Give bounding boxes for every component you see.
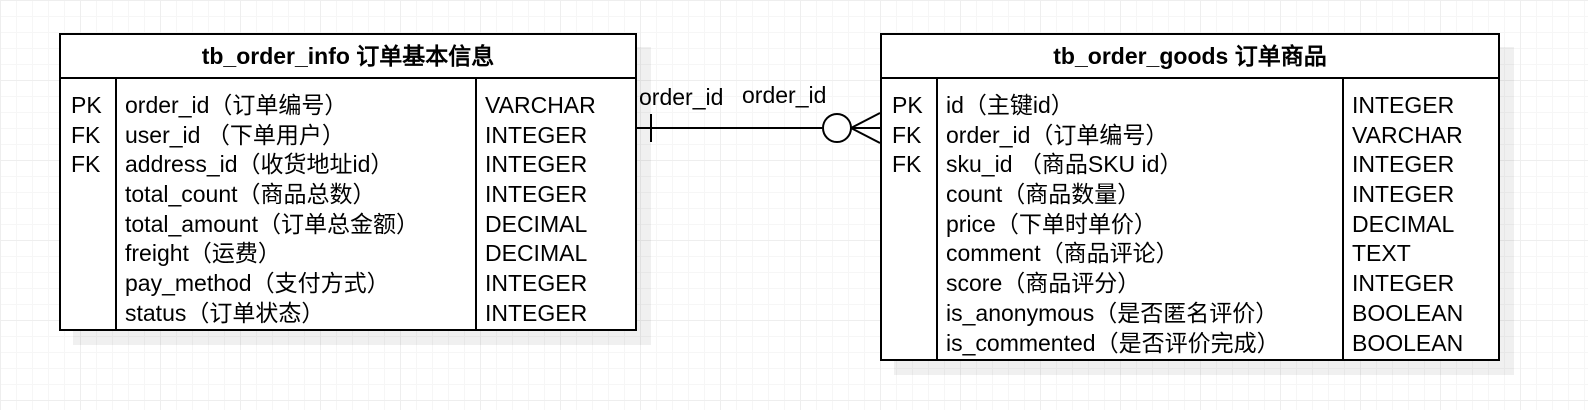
- field-name: freight（运费）: [125, 240, 281, 267]
- key-cell: PK: [71, 92, 102, 118]
- key-column: PK FK FK: [882, 79, 938, 359]
- field-type: INTEGER: [1352, 151, 1455, 178]
- field-name: sku_id （商品SKU id）: [946, 151, 1183, 178]
- field-type: DECIMAL: [485, 210, 588, 237]
- key-cell: FK: [71, 151, 101, 178]
- key-cell: PK: [892, 92, 923, 118]
- field-name: price（下单时单价）: [946, 210, 1157, 237]
- relationship-target-label: order_id: [742, 82, 827, 108]
- key-cell: FK: [892, 121, 922, 148]
- field-type: INTEGER: [485, 151, 588, 178]
- field-type: BOOLEAN: [1352, 299, 1464, 326]
- field-name: address_id（收货地址id）: [125, 151, 394, 178]
- field-name: order_id（订单编号）: [125, 92, 348, 118]
- field-type: INTEGER: [485, 121, 588, 148]
- table-tb-order-goods[interactable]: tb_order_goods 订单商品 PK FK FK id（主键id） order…: [880, 33, 1500, 361]
- field-type: TEXT: [1352, 240, 1411, 267]
- field-name: is_commented（是否评价完成）: [946, 329, 1280, 356]
- field-name: score（商品评分）: [946, 270, 1141, 297]
- field-type: DECIMAL: [485, 240, 588, 267]
- field-type: BOOLEAN: [1352, 329, 1464, 356]
- field-type: INTEGER: [1352, 181, 1455, 208]
- key-column: PK FK FK: [61, 79, 117, 329]
- field-type: INTEGER: [1352, 270, 1455, 297]
- crowfoot-upper: [850, 112, 881, 129]
- field-name: pay_method（支付方式）: [125, 270, 390, 297]
- field-name: user_id （下单用户）: [125, 121, 345, 148]
- zero-marker: [822, 113, 852, 143]
- field-type: INTEGER: [1352, 92, 1455, 118]
- field-type: VARCHAR: [485, 92, 596, 118]
- table-body: PK FK FK id（主键id） order_id（订单编号） sku_id （商品S…: [882, 79, 1498, 359]
- field-name: count（商品数量）: [946, 181, 1141, 208]
- crowfoot-lower: [850, 127, 881, 144]
- field-type: INTEGER: [485, 181, 588, 208]
- field-type: INTEGER: [485, 270, 588, 297]
- field-name: id（主键id）: [946, 92, 1074, 118]
- key-cell: FK: [71, 121, 101, 148]
- field-name: order_id（订单编号）: [946, 121, 1169, 148]
- table-body: PK FK FK order_id（订单编号） user_id （下单用户） addre…: [61, 79, 635, 329]
- key-cell: FK: [892, 151, 922, 178]
- table-title: tb_order_goods 订单商品: [882, 35, 1498, 79]
- table-tb-order-info[interactable]: tb_order_info 订单基本信息 PK FK FK order_id（订单编…: [59, 33, 637, 331]
- field-name: status（订单状态）: [125, 299, 325, 326]
- field-column: id（主键id） order_id（订单编号） sku_id （商品SKU id） c…: [938, 79, 1344, 359]
- field-type: INTEGER: [485, 299, 588, 326]
- field-column: order_id（订单编号） user_id （下单用户） address_id（收…: [117, 79, 477, 329]
- relationship-source-label: order_id: [639, 84, 724, 110]
- field-type: VARCHAR: [1352, 121, 1463, 148]
- field-name: comment（商品评论）: [946, 240, 1179, 267]
- field-name: is_anonymous（是否匿名评价）: [946, 299, 1279, 326]
- field-name: total_amount（订单总金额）: [125, 210, 419, 237]
- field-name: total_count（商品总数）: [125, 181, 376, 208]
- field-type: DECIMAL: [1352, 210, 1455, 237]
- table-title: tb_order_info 订单基本信息: [61, 35, 635, 79]
